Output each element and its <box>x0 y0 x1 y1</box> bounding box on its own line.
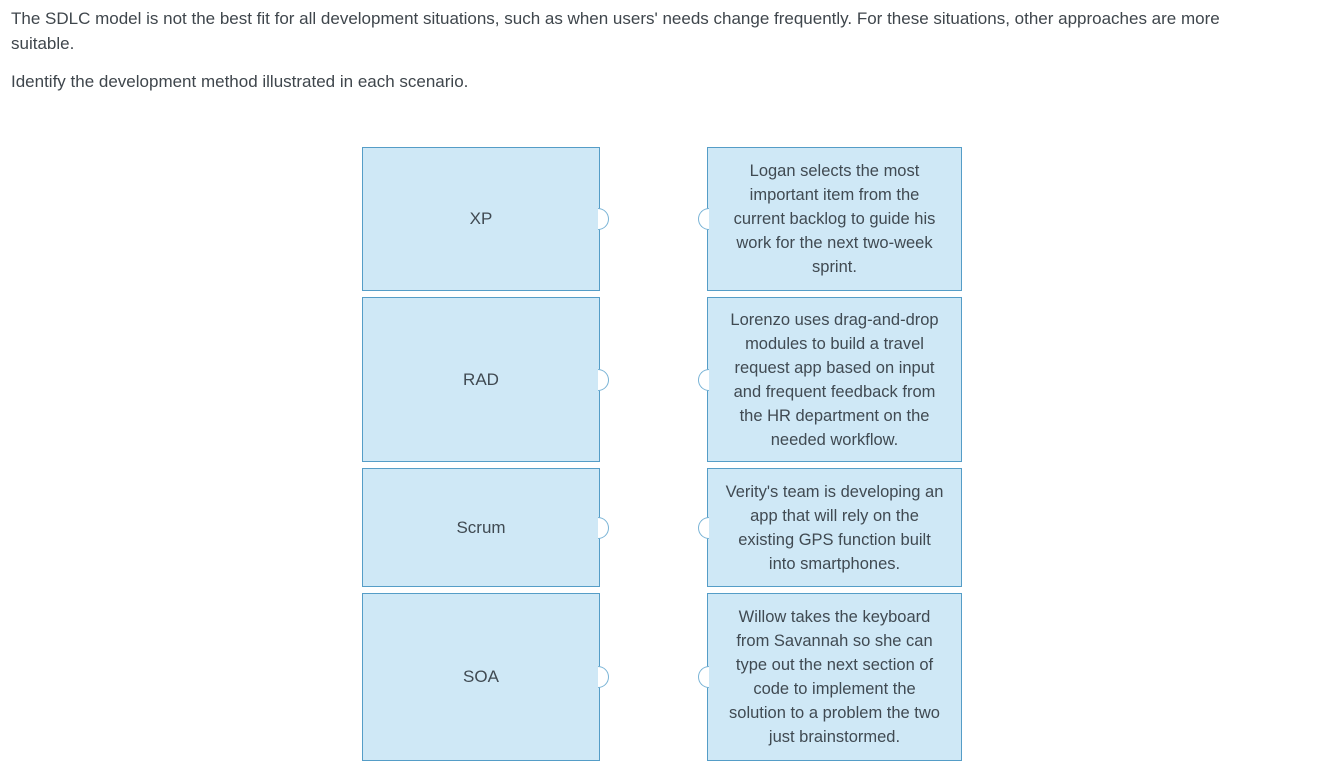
scenario-tile-2[interactable]: Lorenzo uses drag-and-drop modules to bu… <box>698 297 962 462</box>
method-label: Scrum <box>456 517 506 537</box>
question-intro-text: The SDLC model is not the best fit for a… <box>11 9 1220 53</box>
method-tile-rad[interactable]: RAD <box>362 297 609 462</box>
method-label: XP <box>469 209 493 228</box>
puzzle-tab-icon <box>598 516 609 539</box>
method-label: SOA <box>463 667 499 686</box>
scenario-tile-1[interactable]: Logan selects the most important item fr… <box>698 147 962 291</box>
scenario-tile-4[interactable]: Willow takes the keyboard from Savannah … <box>698 593 962 761</box>
puzzle-tab-icon <box>598 208 609 230</box>
question-header: The SDLC model is not the best fit for a… <box>11 6 1321 94</box>
puzzle-tab-icon <box>598 368 609 391</box>
puzzle-tab-icon <box>698 666 709 688</box>
puzzle-tab-icon <box>698 516 709 539</box>
scenario-text: Verity's team is developing an app that … <box>725 482 944 573</box>
scenario-text: Logan selects the most important item fr… <box>733 162 936 276</box>
method-tile-soa[interactable]: SOA <box>362 593 609 761</box>
method-label: RAD <box>463 369 499 389</box>
method-tile-scrum[interactable]: Scrum <box>362 468 609 587</box>
puzzle-tab-icon <box>698 208 709 230</box>
puzzle-tab-icon <box>598 666 609 688</box>
scenario-tile-3[interactable]: Verity's team is developing an app that … <box>698 468 962 587</box>
scenario-text: Willow takes the keyboard from Savannah … <box>729 608 940 746</box>
question-instruction-text: Identify the development method illustra… <box>11 72 469 91</box>
scenario-text: Lorenzo uses drag-and-drop modules to bu… <box>730 310 939 449</box>
puzzle-tab-icon <box>698 368 709 391</box>
method-tile-xp[interactable]: XP <box>362 147 609 291</box>
